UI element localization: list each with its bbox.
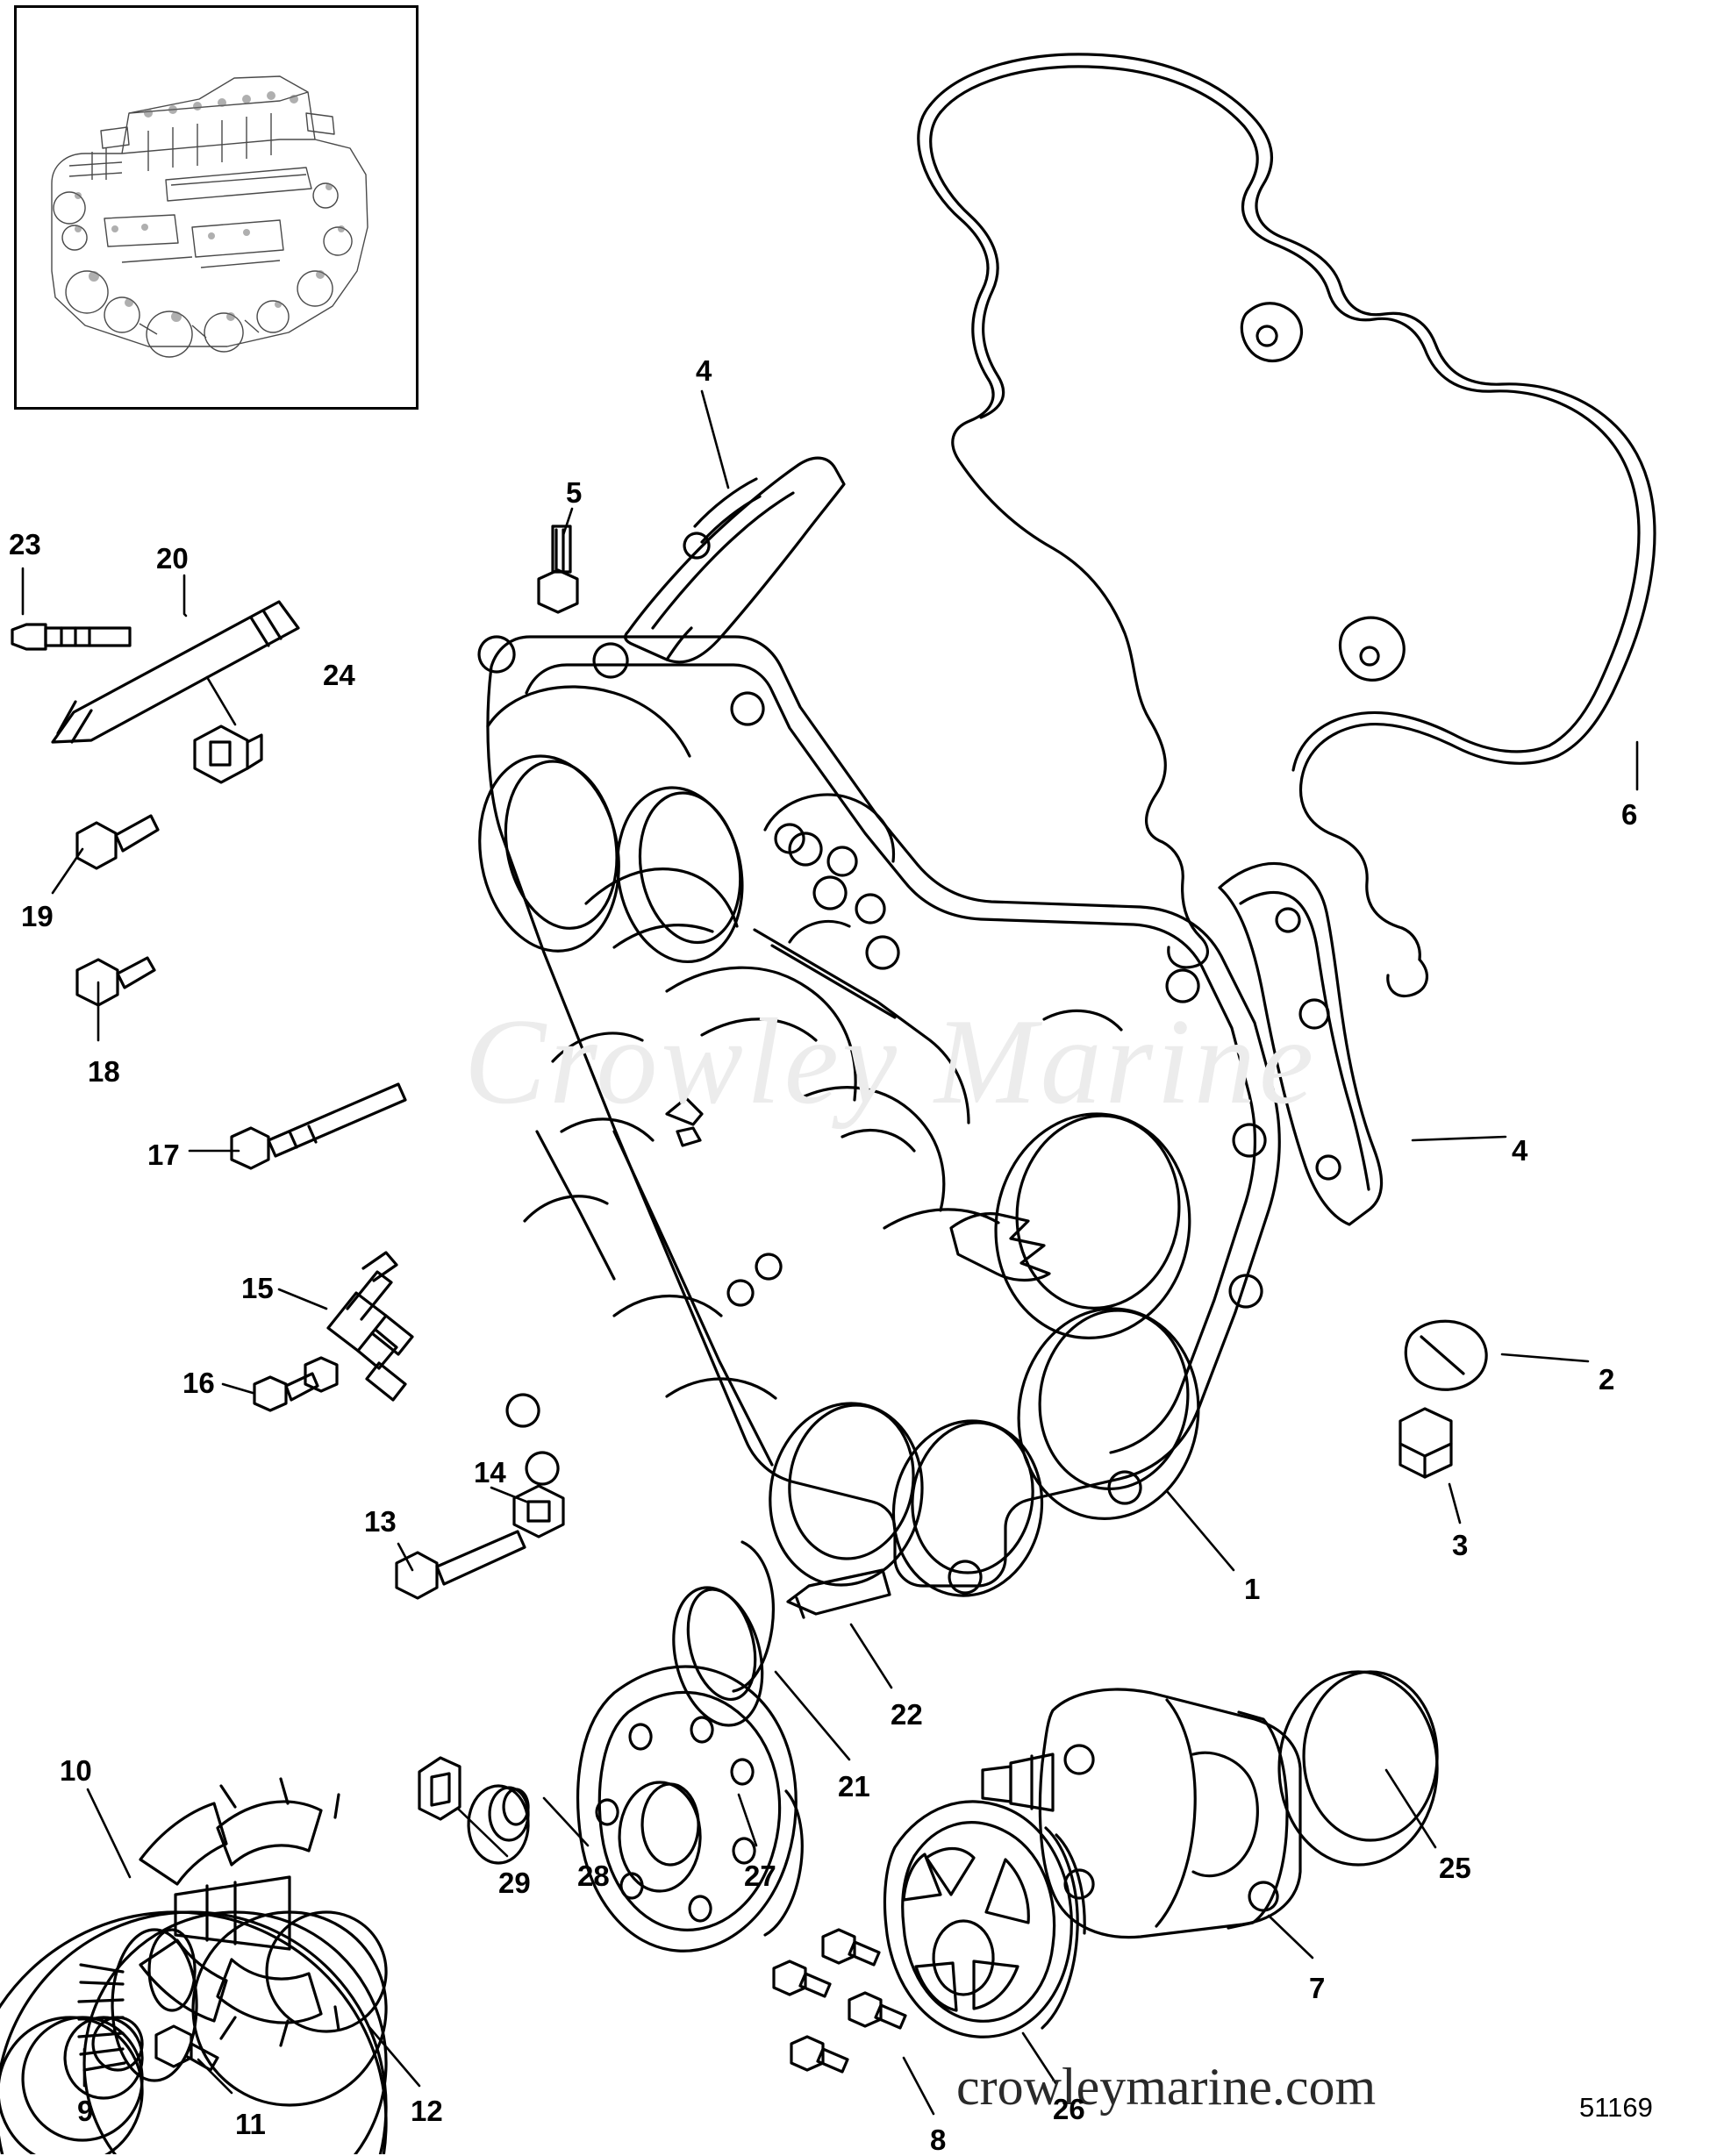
- callout-15: 15: [241, 1272, 274, 1304]
- callout-8: 8: [930, 2124, 947, 2156]
- callout-26: 26: [1053, 2093, 1085, 2125]
- callout-20: 20: [156, 542, 189, 575]
- callout-2: 2: [1599, 1363, 1615, 1396]
- callout-21: 21: [838, 1770, 870, 1803]
- callout-12: 12: [411, 2095, 443, 2127]
- callout-5: 5: [566, 476, 583, 509]
- engine-thumbnail-art: [51, 75, 368, 358]
- callout-6: 6: [1621, 798, 1638, 831]
- watermark-bottom: crowleymarine.com: [956, 2058, 1377, 2116]
- callout-11: 11: [235, 2108, 266, 2140]
- callout-7: 7: [1309, 1972, 1326, 2004]
- callout-9: 9: [77, 2095, 94, 2127]
- callout-24: 24: [323, 659, 355, 691]
- callout-28: 28: [577, 1860, 610, 1892]
- engine-thumbnail-box: [14, 5, 418, 410]
- callout-16: 16: [182, 1367, 215, 1399]
- callout-23: 23: [9, 528, 41, 560]
- callout-22: 22: [891, 1698, 923, 1731]
- callout-13: 13: [364, 1505, 397, 1538]
- callout-14: 14: [474, 1456, 506, 1488]
- callout-25: 25: [1439, 1852, 1471, 1884]
- callout-17: 17: [147, 1139, 180, 1171]
- callout-27: 27: [744, 1860, 776, 1892]
- watermark-main: Crowley Marine: [463, 994, 1318, 1130]
- callout-29: 29: [498, 1867, 531, 1899]
- callout-4b: 4: [1512, 1134, 1528, 1167]
- callout-3: 3: [1452, 1529, 1469, 1561]
- callout-4: 4: [696, 354, 712, 387]
- callout-19: 19: [21, 900, 54, 932]
- callout-10: 10: [60, 1754, 92, 1787]
- diagram-part-number: 51169: [1579, 2092, 1653, 2123]
- callout-1: 1: [1244, 1573, 1261, 1605]
- callout-18: 18: [88, 1055, 120, 1088]
